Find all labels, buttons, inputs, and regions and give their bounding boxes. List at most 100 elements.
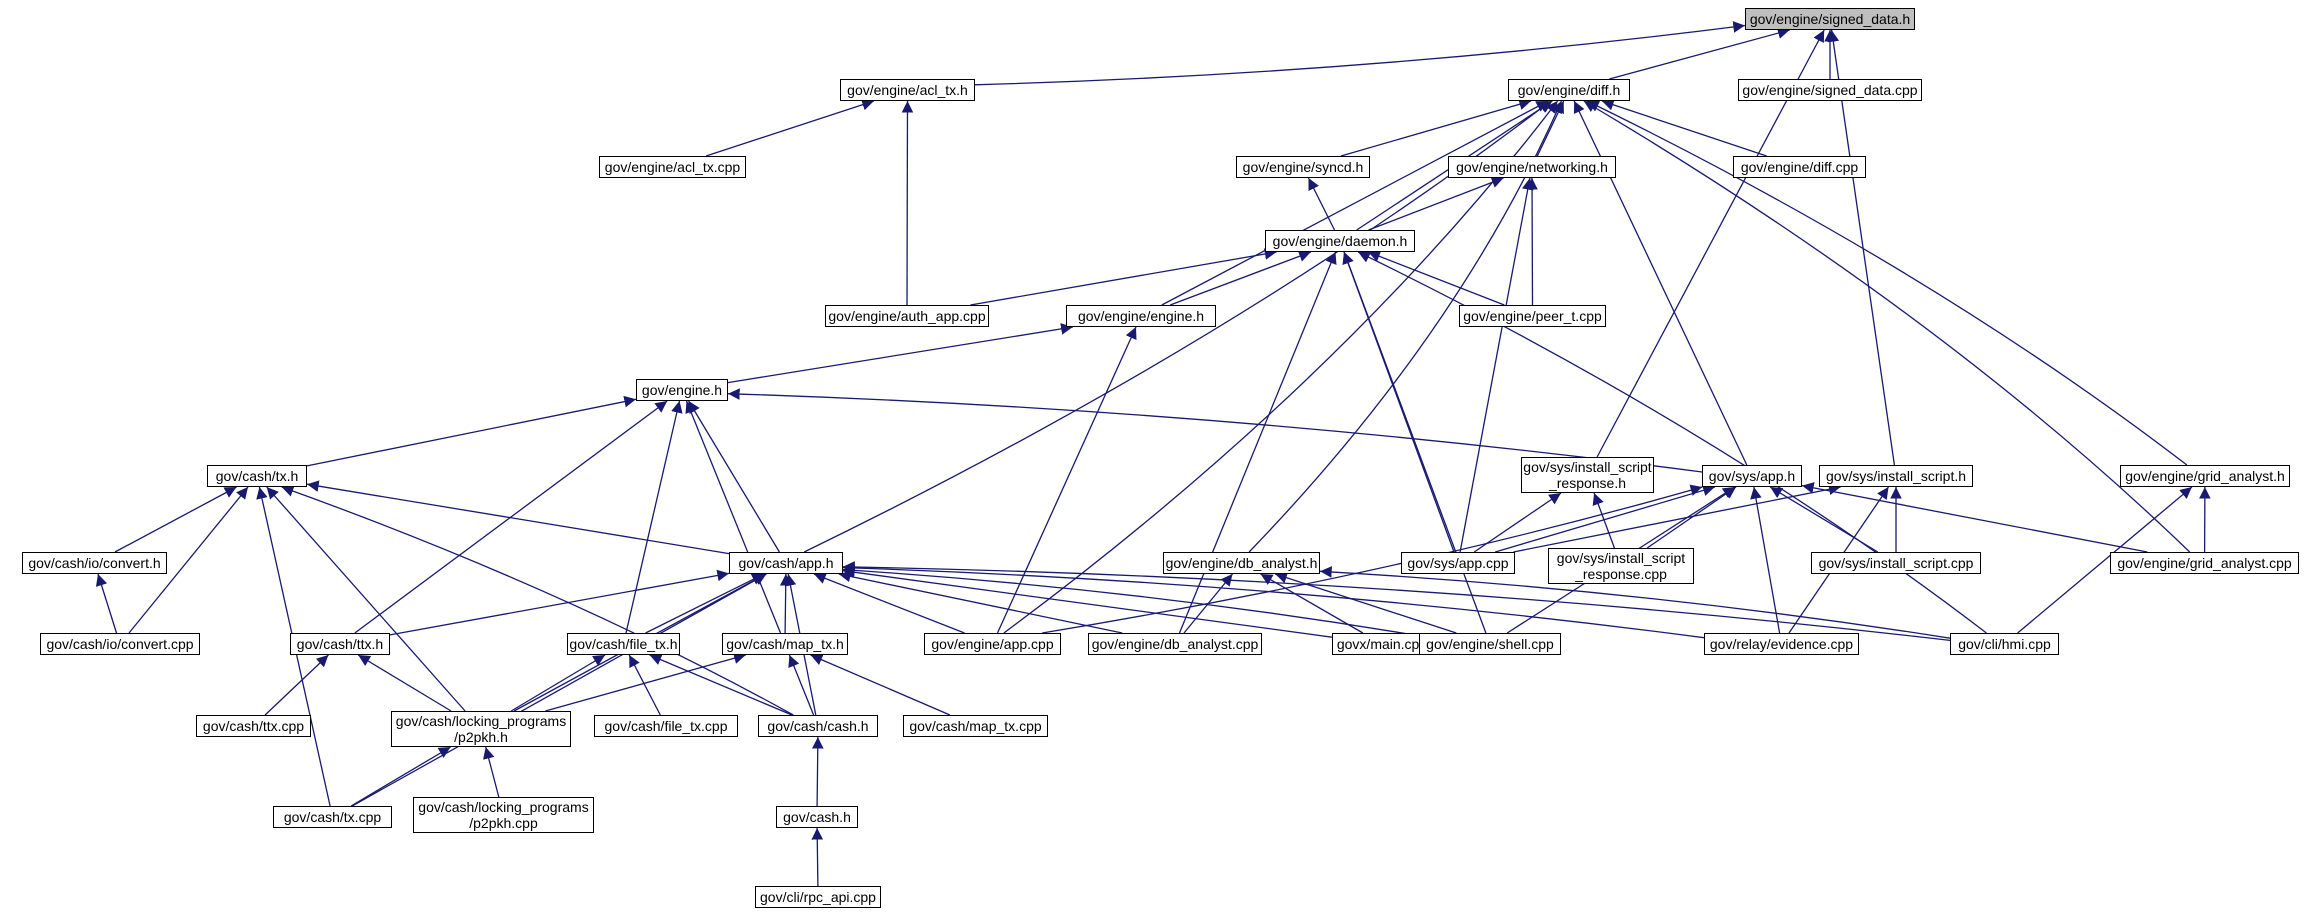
- graph-edge-daemon-h-to-networking-h: [1368, 176, 1504, 231]
- graph-node-label: gov/cash/tx.cpp: [283, 809, 382, 825]
- graph-node-label: gov/cash/tx.h: [215, 468, 299, 484]
- graph-edge-sys-app-h-to-engine-h: [727, 388, 1703, 473]
- graph-node-engine-h[interactable]: gov/engine.h: [636, 379, 728, 401]
- graph-edge-cash-app-h-to-cash-tx-h: [306, 480, 730, 555]
- graph-node-label: gov/cash/ttx.h: [296, 636, 384, 652]
- graph-edge-p2pkh-h-to-map-tx-h: [545, 652, 746, 712]
- graph-edge-evidence-cpp-to-cash-app-h: [842, 562, 1705, 639]
- graph-node-label: gov/engine/shell.cpp: [1426, 636, 1554, 652]
- graph-node-label: gov/engine/daemon.h: [1272, 233, 1408, 249]
- graph-edge-io-convert-h-to-cash-tx-h: [114, 486, 237, 553]
- graph-node-label: gov/sys/install_script: [1556, 550, 1686, 566]
- graph-edge-shell-cpp-to-db-analyst-h: [1274, 572, 1457, 634]
- graph-node-db-analyst-cpp[interactable]: gov/engine/db_analyst.cpp: [1088, 633, 1262, 655]
- graph-edge-hmi-cpp-to-grid-analyst-h: [2017, 486, 2193, 634]
- graph-edge-install-script-cpp-to-sys-app-h: [1769, 486, 1879, 553]
- graph-edge-acl-tx-cpp-to-acl-tx-h: [705, 99, 875, 157]
- graph-node-acl-tx-h[interactable]: gov/engine/acl_tx.h: [840, 79, 975, 101]
- graph-node-evidence-cpp[interactable]: gov/relay/evidence.cpp: [1704, 633, 1859, 655]
- graph-edge-map-tx-h-to-engine-h: [685, 400, 782, 634]
- graph-node-file-tx-cpp[interactable]: gov/cash/file_tx.cpp: [594, 715, 738, 737]
- graph-node-acl-tx-cpp[interactable]: gov/engine/acl_tx.cpp: [599, 156, 746, 178]
- graph-edge-p2pkh-h-to-ttx-h: [357, 654, 452, 712]
- graph-edge-io-convert-cpp-to-io-convert-h: [95, 573, 118, 634]
- graph-node-io-convert-cpp[interactable]: gov/cash/io/convert.cpp: [40, 633, 200, 655]
- graph-node-label: gov/cash/cash.h: [767, 718, 869, 734]
- graph-edge-file-tx-h-to-engine-h: [625, 400, 683, 634]
- graph-edge-cash-h-to-cash-cash-h: [811, 736, 824, 807]
- graph-node-label: gov/sys/install_script: [1523, 459, 1652, 475]
- graph-node-diff-cpp[interactable]: gov/engine/diff.cpp: [1733, 156, 1866, 178]
- graph-node-signed-data-cpp[interactable]: gov/engine/signed_data.cpp: [1738, 79, 1922, 101]
- graph-edge-map-tx-h-to-cash-app-h: [779, 573, 792, 634]
- graph-node-install-script-response-h[interactable]: gov/sys/install_script_response.h: [1521, 457, 1654, 493]
- graph-node-govx-main-cpp[interactable]: govx/main.cpp: [1332, 633, 1432, 655]
- graph-node-label: gov/relay/evidence.cpp: [1709, 636, 1854, 652]
- graph-node-label: gov/cash/locking_programs: [395, 713, 567, 729]
- graph-node-io-convert-h[interactable]: gov/cash/io/convert.h: [22, 552, 167, 574]
- graph-node-label: gov/engine/signed_data.h: [1749, 11, 1911, 27]
- graph-node-cash-tx-h[interactable]: gov/cash/tx.h: [207, 465, 307, 487]
- graph-node-engine-app-cpp[interactable]: gov/engine/app.cpp: [924, 633, 1061, 655]
- graph-node-label: gov/engine/syncd.h: [1242, 159, 1364, 175]
- graph-node-label: gov/cash/io/convert.cpp: [46, 636, 194, 652]
- graph-node-file-tx-h[interactable]: gov/cash/file_tx.h: [567, 633, 680, 655]
- graph-node-cash-h[interactable]: gov/cash.h: [776, 806, 858, 828]
- graph-node-cash-cash-h[interactable]: gov/cash/cash.h: [758, 715, 878, 737]
- graph-node-shell-cpp[interactable]: gov/engine/shell.cpp: [1419, 633, 1561, 655]
- graph-node-hmi-cpp[interactable]: gov/cli/hmi.cpp: [1950, 633, 2059, 655]
- graph-node-p2pkh-cpp[interactable]: gov/cash/locking_programs/p2pkh.cpp: [413, 797, 594, 833]
- graph-edge-install-script-response-cpp-to-sys-app-h: [1646, 486, 1737, 549]
- graph-edge-govx-main-cpp-to-cash-app-h: [842, 566, 1333, 638]
- graph-node-label: gov/engine/auth_app.cpp: [828, 308, 986, 324]
- graph-node-peer-t-cpp[interactable]: gov/engine/peer_t.cpp: [1459, 305, 1606, 327]
- graph-node-label: gov/sys/install_script.cpp: [1818, 555, 1974, 571]
- graph-node-ttx-cpp[interactable]: gov/cash/ttx.cpp: [196, 715, 311, 737]
- graph-node-p2pkh-h[interactable]: gov/cash/locking_programs/p2pkh.h: [391, 711, 571, 747]
- graph-node-label: gov/engine/engine.h: [1077, 308, 1205, 324]
- graph-node-engine-engine-h[interactable]: gov/engine/engine.h: [1066, 305, 1216, 327]
- graph-node-map-tx-cpp[interactable]: gov/cash/map_tx.cpp: [903, 715, 1048, 737]
- graph-node-map-tx-h[interactable]: gov/cash/map_tx.h: [722, 633, 848, 655]
- graph-node-label: govx/main.cpp: [1336, 636, 1428, 652]
- graph-edge-db-analyst-cpp-to-daemon-h: [1178, 251, 1337, 634]
- graph-node-install-script-cpp[interactable]: gov/sys/install_script.cpp: [1811, 552, 1981, 574]
- graph-node-diff-h[interactable]: gov/engine/diff.h: [1508, 79, 1630, 101]
- graph-node-label: gov/engine/db_analyst.cpp: [1091, 636, 1259, 652]
- graph-node-label: gov/cash/io/convert.h: [28, 555, 161, 571]
- graph-node-label: gov/cash/map_tx.cpp: [909, 718, 1042, 734]
- graph-edge-file-tx-cpp-to-file-tx-h: [628, 654, 661, 716]
- graph-edge-sys-app-cpp-to-install-script-response-h: [1473, 492, 1562, 553]
- graph-node-auth-app-cpp[interactable]: gov/engine/auth_app.cpp: [825, 305, 989, 327]
- graph-node-cash-tx-cpp[interactable]: gov/cash/tx.cpp: [273, 806, 392, 828]
- graph-edge-ttx-h-to-cash-app-h: [389, 569, 730, 636]
- graph-node-install-script-h[interactable]: gov/sys/install_script.h: [1819, 465, 1973, 487]
- graph-node-networking-h[interactable]: gov/engine/networking.h: [1448, 156, 1616, 178]
- graph-node-sys-app-cpp[interactable]: gov/sys/app.cpp: [1401, 552, 1515, 574]
- graph-node-daemon-h[interactable]: gov/engine/daemon.h: [1265, 230, 1415, 252]
- graph-edge-cash-app-h-to-engine-h: [688, 400, 780, 553]
- graph-edge-shell-cpp-to-cash-app-h: [842, 564, 1420, 637]
- graph-node-sys-app-h[interactable]: gov/sys/app.h: [1702, 465, 1802, 487]
- graph-node-ttx-h[interactable]: gov/cash/ttx.h: [290, 633, 390, 655]
- graph-node-rpc-api-cpp[interactable]: gov/cli/rpc_api.cpp: [755, 886, 881, 908]
- graph-node-label: gov/cli/rpc_api.cpp: [760, 889, 876, 905]
- graph-edge-peer-t-cpp-to-networking-h: [1526, 177, 1538, 306]
- graph-edge-db-analyst-cpp-to-db-analyst-h: [1183, 573, 1234, 634]
- graph-edge-io-convert-cpp-to-cash-tx-h: [128, 486, 249, 634]
- graph-node-signed-data-h[interactable]: gov/engine/signed_data.h: [1745, 8, 1915, 30]
- graph-node-label: gov/engine/acl_tx.cpp: [604, 159, 741, 175]
- graph-edge-peer-t-cpp-to-daemon-h: [1367, 250, 1505, 306]
- graph-node-label: gov/engine/db_analyst.h: [1165, 555, 1318, 571]
- graph-edge-engine-app-cpp-to-cash-app-h: [813, 572, 965, 634]
- graph-node-grid-analyst-cpp[interactable]: gov/engine/grid_analyst.cpp: [2110, 552, 2299, 574]
- graph-node-label: /p2pkh.cpp: [469, 815, 538, 831]
- graph-edge-sys-app-cpp-to-sys-app-h: [1495, 484, 1715, 553]
- graph-node-install-script-response-cpp[interactable]: gov/sys/install_script_response.cpp: [1548, 548, 1694, 584]
- graph-node-cash-app-h[interactable]: gov/cash/app.h: [729, 552, 843, 574]
- graph-node-syncd-h[interactable]: gov/engine/syncd.h: [1236, 156, 1370, 178]
- graph-node-grid-analyst-h[interactable]: gov/engine/grid_analyst.h: [2120, 465, 2290, 487]
- graph-edge-cash-tx-cpp-to-cash-app-h: [351, 573, 767, 807]
- graph-node-db-analyst-h[interactable]: gov/engine/db_analyst.h: [1163, 552, 1320, 574]
